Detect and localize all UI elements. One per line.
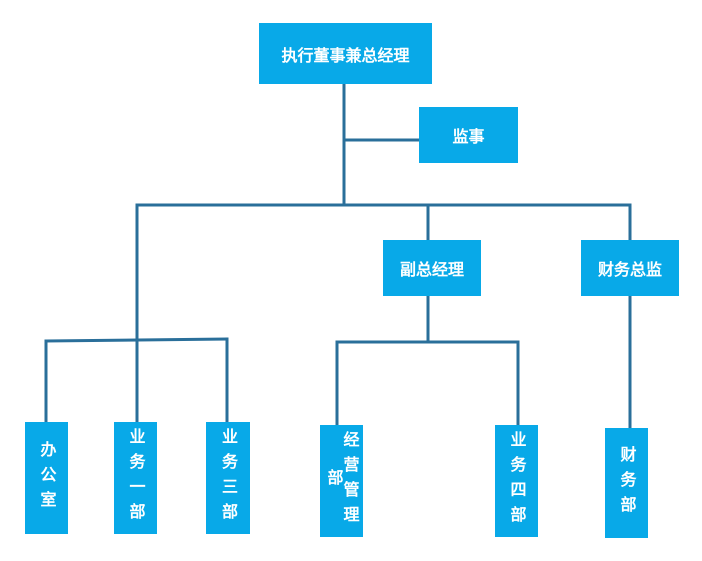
executive-director-gm-label: 执行董事兼总经理: [281, 45, 410, 65]
cfo-box: 财务总监: [581, 240, 679, 296]
business-dept-3-label: 业务三部: [219, 428, 238, 528]
executive-director-gm-box: 执行董事兼总经理: [259, 23, 432, 84]
office-dept-label: 办公室: [37, 440, 57, 516]
supervisor-label: 监事: [452, 127, 485, 146]
finance-dept-label: 财务部: [617, 445, 637, 521]
operations-management-dept-box: 经营管理部: [320, 425, 363, 537]
supervisor-box: 监事: [419, 107, 518, 163]
operations-management-dept-label: 经营管理部: [324, 431, 360, 531]
connector-left-bus: [44, 337, 229, 343]
cfo-label: 财务总监: [597, 260, 662, 279]
deputy-gm-box: 副总经理: [383, 240, 481, 296]
business-dept-4-box: 业务四部: [495, 425, 538, 537]
business-dept-4-label: 业务四部: [507, 431, 527, 531]
business-dept-1-label: 业务一部: [126, 428, 146, 528]
finance-dept-box: 财务部: [605, 428, 648, 538]
office-dept-box: 办公室: [25, 422, 68, 534]
deputy-gm-label: 副总经理: [399, 260, 464, 279]
business-dept-1-box: 业务一部: [114, 422, 157, 534]
business-dept-3-box: 业务三部: [206, 422, 250, 534]
